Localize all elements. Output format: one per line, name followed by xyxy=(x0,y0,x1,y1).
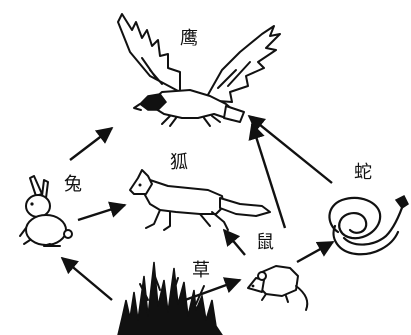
edge-mouse-to-fox xyxy=(224,230,245,255)
rabbit-label: 兔 xyxy=(64,174,82,195)
edge-mouse-to-snake xyxy=(297,242,333,262)
snake-illustration xyxy=(329,196,408,254)
eagle-illustration xyxy=(118,14,280,126)
edge-grass-to-rabbit xyxy=(62,258,112,300)
edge-rabbit-to-eagle xyxy=(70,128,112,160)
fox-label: 狐 xyxy=(170,152,188,173)
mouse-label: 鼠 xyxy=(256,232,274,253)
eagle-label: 鹰 xyxy=(180,28,198,49)
edge-rabbit-to-fox xyxy=(78,205,125,220)
grass-label: 草 xyxy=(192,260,210,281)
mouse-illustration xyxy=(248,266,307,310)
snake-label: 蛇 xyxy=(354,162,372,183)
edge-snake-to-eagle xyxy=(249,116,332,183)
fox-illustration xyxy=(130,170,270,230)
